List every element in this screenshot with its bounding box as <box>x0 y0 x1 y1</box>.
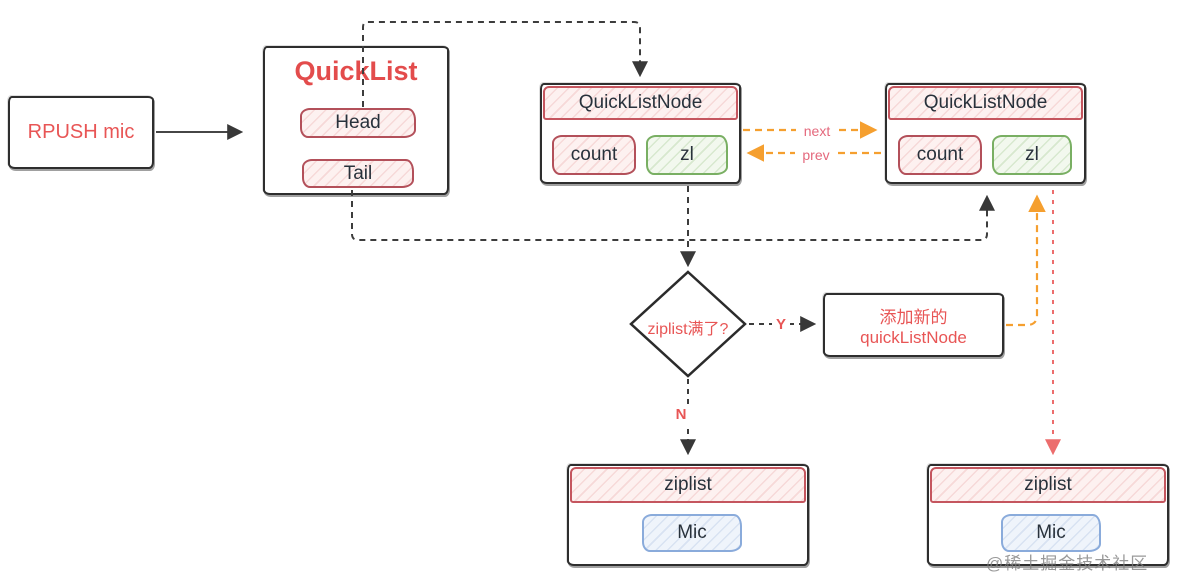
yes-edge-label: Y <box>772 316 790 334</box>
no-edge-label: N <box>672 406 690 424</box>
mic-label: Mic <box>677 522 707 543</box>
head-label: Head <box>335 112 381 133</box>
watermark-text: @稀土掘金技术社区 <box>986 554 1149 573</box>
ziplist-left-mic-item: Mic <box>642 514 742 552</box>
next-edge-label: next <box>796 122 838 140</box>
rpush-command-box: RPUSH mic <box>8 96 154 169</box>
ziplist-right-box: ziplist Mic <box>927 464 1169 566</box>
add-node-line1: 添加新的 <box>879 307 948 327</box>
quicklist-head-field: Head <box>300 108 416 138</box>
quicklistnode-left-zl-field: zl <box>646 135 728 175</box>
ziplist-right-mic-item: Mic <box>1001 514 1101 552</box>
count-label: count <box>916 144 964 165</box>
add-new-node-box: 添加新的 quickListNode <box>823 293 1004 357</box>
quicklistnode-right-count-field: count <box>898 135 982 175</box>
quicklist-title: QuickList <box>294 56 418 86</box>
ziplist-left-box: ziplist Mic <box>567 464 809 566</box>
arrow-addnode-to-zl-right <box>1006 194 1046 327</box>
ziplist-right-title: ziplist <box>930 467 1166 503</box>
count-label: count <box>570 144 618 165</box>
arrow-tail-to-node-right <box>351 190 995 241</box>
zl-label: zl <box>1025 144 1039 165</box>
mic-label: Mic <box>1036 522 1066 543</box>
quicklistnode-left-count-field: count <box>552 135 636 175</box>
quicklistnode-right-title: QuickListNode <box>888 86 1083 120</box>
ziplist-left-title: ziplist <box>570 467 806 503</box>
zl-label: zl <box>680 144 694 165</box>
quicklistnode-left-title: QuickListNode <box>543 86 738 120</box>
quicklistnode-left-box: QuickListNode count zl <box>540 83 741 184</box>
tail-label: Tail <box>343 162 373 184</box>
add-node-line2: quickListNode <box>860 327 967 347</box>
rpush-command-label: RPUSH mic <box>27 121 135 143</box>
quicklistnode-right-zl-field: zl <box>992 135 1072 175</box>
decision-question-label: ziplist满了? <box>647 321 729 338</box>
quicklist-box: QuickList Head Tail <box>263 46 449 195</box>
quicklistnode-right-box: QuickListNode count zl <box>885 83 1086 184</box>
quicklist-tail-field: Tail <box>302 159 414 188</box>
prev-edge-label: prev <box>795 146 837 164</box>
